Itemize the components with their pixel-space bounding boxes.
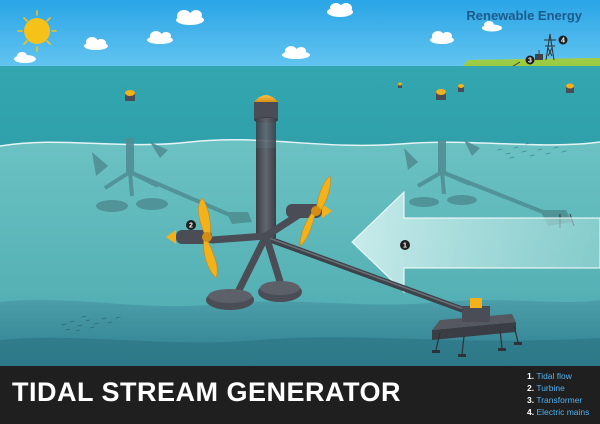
main-title: TIDAL STREAM GENERATOR	[12, 377, 402, 407]
main-turbine	[166, 118, 332, 310]
footer-bar: TIDAL STREAM GENERATOR 1. Tidal flow 2. …	[0, 366, 600, 424]
marker-transformer: 3	[525, 55, 535, 65]
turbine-shadow-left	[92, 138, 252, 224]
marker-electric-mains: 4	[558, 35, 568, 45]
buoy-icon	[398, 82, 402, 88]
cloud-icon	[147, 31, 173, 44]
svg-text:4: 4	[561, 38, 565, 45]
transformer-icon	[432, 298, 522, 357]
legend: 1. Tidal flow 2. Turbine 3. Transformer …	[527, 370, 589, 418]
cloud-icon	[14, 52, 36, 63]
svg-text:2: 2	[189, 223, 193, 230]
buoy-icon	[458, 84, 464, 92]
marker-turbine: 2	[186, 220, 196, 230]
fish-school-icon	[497, 142, 567, 159]
marker-tidal-flow: 1	[400, 240, 410, 250]
cloud-icon	[84, 37, 108, 50]
buoy-icon	[566, 83, 574, 93]
legend-item: 4. Electric mains	[527, 407, 590, 417]
cloud-icon	[282, 46, 310, 59]
cloud-icon	[430, 31, 454, 44]
cloud-icon	[482, 21, 502, 32]
svg-text:3: 3	[528, 58, 532, 65]
pylon-icon	[544, 33, 556, 61]
legend-item: 3. Transformer	[527, 395, 583, 405]
buoy-icon	[436, 89, 446, 100]
legend-item: 1. Tidal flow	[527, 371, 572, 381]
fish-school-icon	[61, 315, 121, 332]
transformer-icon	[535, 54, 543, 60]
legend-item: 2. Turbine	[527, 383, 565, 393]
sun-icon	[17, 10, 57, 52]
svg-text:1: 1	[403, 243, 407, 250]
tidal-scene: 1 2 3 4	[0, 0, 600, 366]
power-cable	[263, 235, 483, 319]
header-title: Renewable Energy	[466, 8, 582, 23]
buoy-icon	[125, 90, 135, 101]
cloud-icon	[176, 10, 204, 25]
cloud-icon	[327, 3, 353, 17]
